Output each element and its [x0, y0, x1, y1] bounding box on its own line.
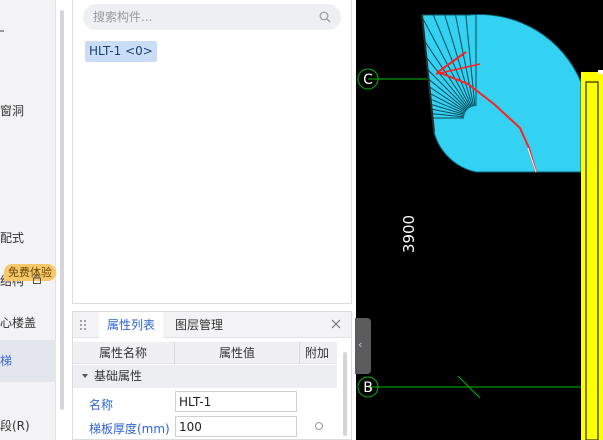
- property-name: 名称: [89, 398, 114, 412]
- close-icon[interactable]: [329, 317, 343, 331]
- walking-arrow: [435, 63, 481, 75]
- nav-item-segment[interactable]: 段(R): [0, 419, 30, 433]
- axis-bubble-c: [357, 68, 379, 90]
- free-trial-badge[interactable]: 免费体验: [4, 264, 56, 281]
- property-name: 梯板厚度(mm): [89, 422, 170, 436]
- chevron-left-icon: ‹: [358, 338, 363, 351]
- stair-treads: [422, 14, 477, 119]
- column-divider[interactable]: [174, 342, 175, 364]
- tab-property-list[interactable]: 属性列表: [99, 312, 164, 338]
- stair-tread-line: [422, 61, 466, 113]
- nav-marker: [0, 30, 4, 32]
- dimension-tick: [457, 375, 481, 399]
- stair-tread-line: [422, 105, 465, 118]
- stair-tread-line: [422, 52, 467, 112]
- property-value-input[interactable]: [175, 391, 297, 412]
- component-panel: HLT-1 <0>: [72, 0, 352, 304]
- stair-tread-line: [422, 19, 470, 109]
- extra-toggle[interactable]: [315, 422, 323, 430]
- search-box: [83, 4, 341, 30]
- stair-tread-line: [422, 83, 465, 115]
- properties-header-row: 属性名称 属性值 附加: [73, 342, 337, 364]
- properties-tabbar: 属性列表 图层管理: [73, 312, 351, 338]
- stair-tread-line: [422, 14, 471, 108]
- lock-icon: [33, 274, 41, 284]
- nav-scrollbar[interactable]: [60, 10, 64, 410]
- nav-item-prefab[interactable]: 配式: [0, 231, 25, 245]
- search-icon[interactable]: [319, 11, 331, 23]
- component-item[interactable]: HLT-1 <0>: [85, 41, 157, 62]
- collapse-panel-handle[interactable]: ‹: [355, 318, 371, 374]
- properties-panel: 属性列表 图层管理 属性名称 属性值 附加 基础属性 名称 梯板厚度(mm): [72, 311, 352, 440]
- stair-tread-line: [422, 26, 469, 110]
- nav-item-stair[interactable]: 梯: [0, 340, 56, 382]
- left-nav: 窗洞 配式 结构 心楼盖 梯 段(R) 免费体验: [0, 0, 56, 440]
- column-header-extra: 附加: [305, 346, 330, 360]
- axis-label-b: B: [363, 380, 373, 396]
- property-group-basic[interactable]: 基础属性: [73, 365, 337, 388]
- search-input[interactable]: [93, 4, 313, 30]
- stair-edge: [421, 14, 435, 133]
- wall-marker: [598, 70, 603, 74]
- wall[interactable]: [581, 72, 603, 440]
- stair-tread-line: [422, 34, 468, 110]
- tab-layer-management[interactable]: 图层管理: [175, 318, 224, 332]
- nav-item-hollow-floor[interactable]: 心楼盖: [0, 316, 37, 330]
- column-divider[interactable]: [299, 342, 300, 364]
- axis-bubble-b: [357, 376, 379, 398]
- canvas-drawing: C B 3900: [357, 14, 603, 440]
- stair-tread-line: [422, 94, 465, 117]
- stair-tread-line: [430, 14, 472, 108]
- collapse-triangle-icon[interactable]: [82, 374, 88, 378]
- drawing-canvas[interactable]: C B 3900: [356, 0, 603, 440]
- stair-tread-line: [422, 72, 466, 114]
- wall-inner-line: [585, 81, 599, 440]
- properties-scrollbar[interactable]: [343, 352, 347, 436]
- drag-grip-icon[interactable]: [79, 319, 87, 331]
- property-value-input[interactable]: [175, 416, 297, 437]
- column-header-value: 属性值: [219, 346, 256, 360]
- walking-line: [435, 51, 537, 173]
- stair-tread-line: [441, 14, 473, 107]
- walking-line-highlight: [527, 147, 537, 173]
- dimension-label: 3900: [400, 215, 418, 253]
- column-header-name: 属性名称: [99, 346, 148, 360]
- axis-label-c: C: [363, 72, 373, 88]
- nav-item-window-hole[interactable]: 窗洞: [0, 104, 25, 118]
- property-group-label: 基础属性: [94, 369, 143, 383]
